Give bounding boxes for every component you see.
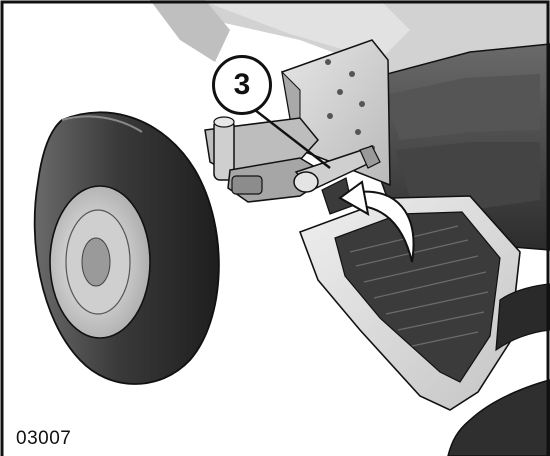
callout-number: 3 <box>233 68 251 101</box>
curved-arrow-icon <box>338 180 415 263</box>
front-tire <box>33 111 220 385</box>
release-lever <box>293 145 381 215</box>
figure-id: 03007 <box>16 428 72 449</box>
footrest-step <box>298 195 521 411</box>
rear-tire-partial <box>447 283 550 456</box>
pointer-line-icon <box>254 109 331 169</box>
front-axle-linkage <box>204 116 332 203</box>
callout-badge: 3 <box>212 55 272 115</box>
